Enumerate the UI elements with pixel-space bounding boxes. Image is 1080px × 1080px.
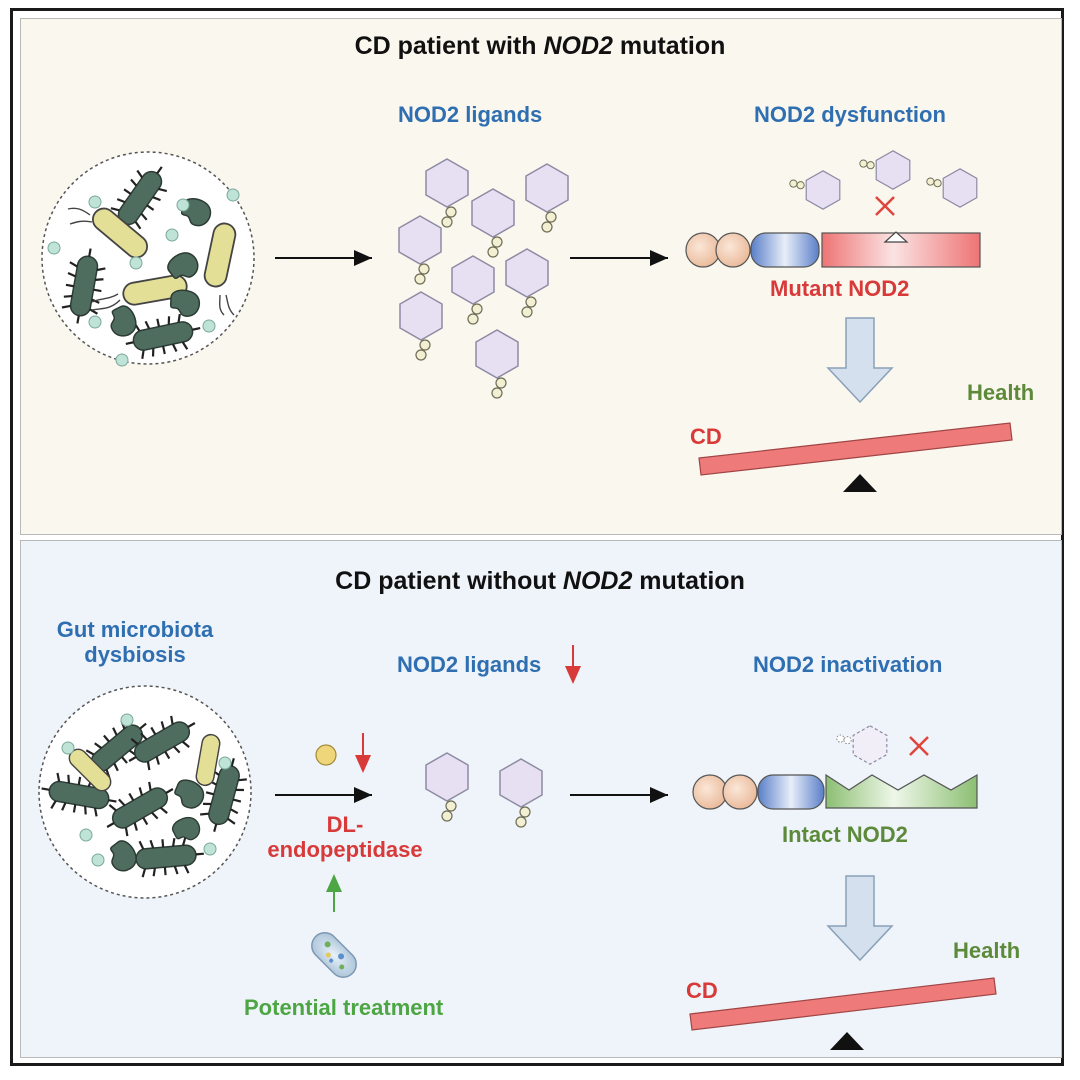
mutation-x-icon xyxy=(875,196,895,216)
absent-ligand-icon xyxy=(836,725,888,765)
nod2-dysfunction-label: NOD2 dysfunction xyxy=(754,102,946,127)
fulcrum-icon xyxy=(843,474,877,492)
bacteria-community-top xyxy=(41,151,255,367)
fulcrum-icon xyxy=(830,1032,864,1050)
bottom-panel-title: CD patient without NOD2 mutation xyxy=(335,567,745,595)
scale-cd-label-top: CD xyxy=(690,424,722,449)
intact-nod2-label: Intact NOD2 xyxy=(782,822,908,847)
probiotic-capsule-icon xyxy=(311,932,357,978)
down-arrow-icon-top xyxy=(826,317,894,404)
scale-cd-label-bottom: CD xyxy=(686,978,718,1003)
balance-scale-bottom xyxy=(689,977,997,1050)
figure-frame xyxy=(10,8,1064,1066)
scale-health-label-bottom: Health xyxy=(953,938,1021,963)
inactivation-x-icon xyxy=(909,736,929,756)
nod2-ligands-label-bottom: NOD2 ligands xyxy=(397,652,542,677)
unbound-ligands-top xyxy=(790,151,977,209)
mutant-nod2-protein xyxy=(685,231,981,268)
intact-nod2-protein xyxy=(692,773,978,810)
potential-treatment-label: Potential treatment xyxy=(244,995,444,1020)
nod2-ligands-label-top: NOD2 ligands xyxy=(398,102,543,127)
dl-endopeptidase-label: DL-endopeptidase xyxy=(267,812,423,863)
scale-health-label-top: Health xyxy=(967,380,1035,405)
balance-scale-top xyxy=(698,422,1013,492)
nod2-ligands-cluster-bottom xyxy=(426,753,542,827)
mutant-nod2-label: Mutant NOD2 xyxy=(770,276,910,301)
bacteria-community-bottom xyxy=(37,685,253,899)
top-panel-title: CD patient with NOD2 mutation xyxy=(354,32,726,60)
down-arrow-icon-bottom xyxy=(826,875,894,962)
nod2-ligands-cluster-top xyxy=(399,159,568,398)
nod2-inactivation-label: NOD2 inactivation xyxy=(753,652,943,677)
enzyme-ball-icon xyxy=(315,744,337,766)
